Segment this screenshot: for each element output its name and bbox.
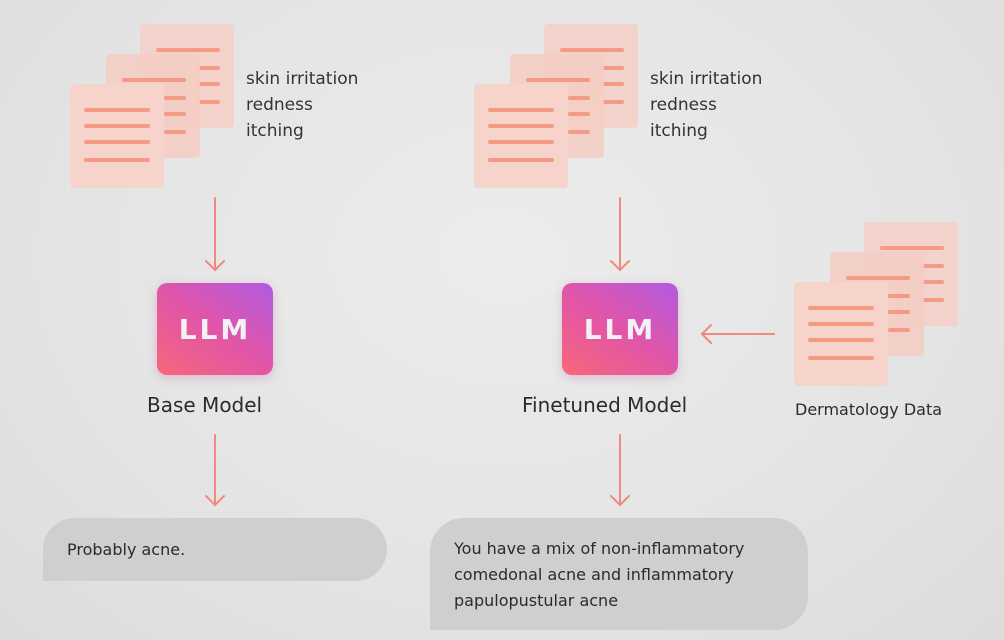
- finetuned-symptom: redness: [650, 95, 717, 115]
- base-input-arrow: [203, 197, 227, 274]
- base-input-documents-icon: [70, 24, 240, 188]
- base-symptom: itching: [246, 121, 304, 141]
- finetuned-symptom-list: skin irritation redness itching: [650, 66, 762, 144]
- dermatology-data-documents-icon: [794, 222, 964, 386]
- finetuned-model-label: Finetuned Model: [522, 393, 688, 417]
- base-symptom: redness: [246, 95, 313, 115]
- dermatology-data-label: Dermatology Data: [795, 400, 943, 419]
- finetuned-symptom: skin irritation: [650, 69, 763, 89]
- finetuned-llm-box: LLM: [562, 283, 678, 375]
- base-llm-label: LLM: [178, 312, 252, 346]
- base-response-text: Probably acne.: [67, 540, 186, 559]
- training-data-arrow: [700, 322, 776, 346]
- base-output-arrow: [203, 434, 227, 509]
- finetuned-input-documents-icon: [474, 24, 644, 188]
- finetuned-response-text: You have a mix of non-inflammatory comed…: [454, 539, 745, 610]
- base-symptom-list: skin irritation redness itching: [246, 66, 358, 144]
- finetuned-symptom: itching: [650, 121, 708, 141]
- base-llm-box: LLM: [157, 283, 273, 375]
- base-symptom: skin irritation: [246, 69, 359, 89]
- finetuned-output-arrow: [608, 434, 632, 509]
- base-model-label: Base Model: [147, 393, 263, 417]
- finetuned-response-bubble: You have a mix of non-inflammatory comed…: [430, 518, 808, 630]
- base-response-bubble: Probably acne.: [43, 518, 387, 581]
- finetuned-input-arrow: [608, 197, 632, 274]
- finetuned-llm-label: LLM: [583, 312, 657, 346]
